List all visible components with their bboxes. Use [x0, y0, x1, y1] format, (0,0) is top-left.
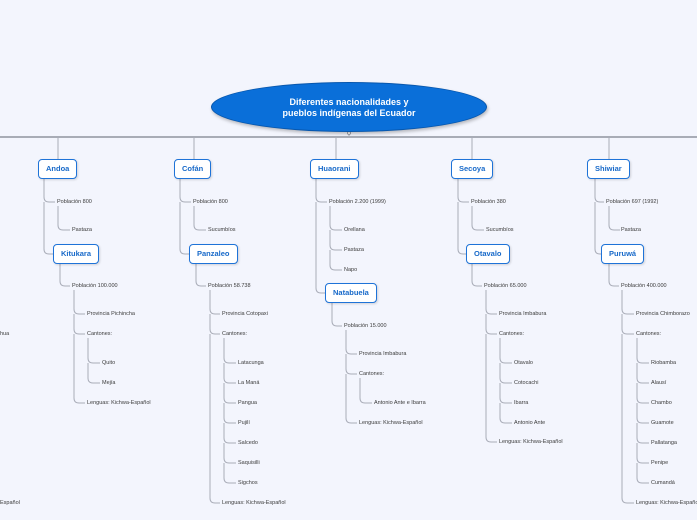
node-cofan[interactable]: Cofán [174, 159, 212, 179]
leaf-canton[interactable]: Alausí [651, 380, 667, 386]
leaf-lenguas[interactable]: Lenguas: Kichwa-Español [222, 500, 286, 506]
leaf-canton[interactable]: La Maná [238, 380, 260, 386]
leaf-poblacion[interactable]: Población 2.200 (1999) [329, 199, 386, 205]
leaf-canton[interactable]: Salcedo [238, 440, 258, 446]
node-shiwiar[interactable]: Shiwiar [587, 159, 630, 179]
leaf-provincia[interactable]: Orellana [344, 227, 365, 233]
leaf-cantones[interactable]: Cantones: [499, 331, 525, 337]
leaf-cantones[interactable]: Cantones: [359, 371, 385, 377]
leaf-poblacion[interactable]: Población 380 [471, 199, 506, 205]
leaf-poblacion[interactable]: Población 800 [57, 199, 92, 205]
leaf-provincia[interactable]: Pastaza [344, 247, 364, 253]
leaf-provincia[interactable]: Pastaza [621, 227, 641, 233]
leaf-provincia[interactable]: Provincia Chimborazo [636, 311, 690, 317]
leaf-canton[interactable]: Otavalo [514, 360, 533, 366]
leaf-edge-fragment[interactable]: Español [0, 500, 20, 506]
leaf-canton[interactable]: Latacunga [238, 360, 264, 366]
node-kitukara[interactable]: Kitukara [53, 244, 100, 264]
leaf-canton[interactable]: Guamote [651, 420, 674, 426]
node-otavalo[interactable]: Otavalo [466, 244, 510, 264]
node-secoya[interactable]: Secoya [451, 159, 494, 179]
leaf-provincia[interactable]: Provincia Imbabura [499, 311, 547, 317]
node-andoa[interactable]: Andoa [38, 159, 78, 179]
node-puruwa[interactable]: Puruwá [601, 244, 645, 264]
leaf-canton[interactable]: Chambo [651, 400, 672, 406]
leaf-cantones[interactable]: Cantones: [87, 331, 113, 337]
leaf-lenguas[interactable]: Lenguas: Kichwa-Español [499, 439, 563, 445]
leaf-canton[interactable]: Penipe [651, 460, 669, 466]
leaf-provincia[interactable]: Provincia Imbabura [359, 351, 407, 357]
leaf-provincia[interactable]: Provincia Cotopaxi [222, 311, 268, 317]
node-huaorani[interactable]: Huaorani [310, 159, 359, 179]
leaf-lenguas[interactable]: Lenguas: Kichwa-Español [359, 420, 423, 426]
leaf-canton[interactable]: Antonio Ante [514, 420, 546, 426]
leaf-cantones[interactable]: Cantones: [222, 331, 248, 337]
leaf-edge-fragment[interactable]: hua [0, 331, 10, 337]
node-panzaleo[interactable]: Panzaleo [189, 244, 238, 264]
node-natabuela[interactable]: Natabuela [325, 283, 377, 303]
central-topic-line2: pueblos indígenas del Ecuador [282, 108, 416, 118]
leaf-canton[interactable]: Saquisilli [238, 460, 260, 466]
leaf-canton[interactable]: Riobamba [651, 360, 677, 366]
leaf-poblacion[interactable]: Población 400.000 [621, 283, 667, 289]
leaf-canton[interactable]: Pallatanga [651, 440, 677, 446]
leaf-poblacion[interactable]: Población 100.000 [72, 283, 118, 289]
central-topic-line1: Diferentes nacionalidades y [289, 97, 409, 107]
leaf-canton[interactable]: Mejía [102, 380, 116, 386]
leaf-canton[interactable]: Cumandá [651, 480, 675, 486]
leaf-canton[interactable]: Cotocachi [514, 380, 539, 386]
leaf-canton[interactable]: Ibarra [514, 400, 529, 406]
leaf-provincia[interactable]: Pastaza [72, 227, 92, 233]
leaf-poblacion[interactable]: Población 58.738 [208, 283, 251, 289]
central-topic[interactable]: Diferentes nacionalidades y pueblos indí… [211, 82, 487, 132]
leaf-lenguas[interactable]: Lenguas: Kichwa-Español [636, 500, 697, 506]
leaf-canton[interactable]: Sigchos [238, 480, 258, 486]
leaf-poblacion[interactable]: Población 15.000 [344, 323, 387, 329]
leaf-provincia[interactable]: Provincia Pichincha [87, 311, 135, 317]
leaf-poblacion[interactable]: Población 697 (1992) [606, 199, 659, 205]
leaf-canton[interactable]: Pujilí [238, 420, 250, 426]
leaf-cantones[interactable]: Cantones: [636, 331, 662, 337]
leaf-canton[interactable]: Antonio Ante e Ibarra [374, 400, 426, 406]
leaf-provincia[interactable]: Sucumbíos [486, 227, 514, 233]
leaf-poblacion[interactable]: Población 800 [193, 199, 228, 205]
leaf-canton[interactable]: Pangua [238, 400, 257, 406]
leaf-provincia[interactable]: Sucumbíos [208, 227, 236, 233]
leaf-poblacion[interactable]: Población 65.000 [484, 283, 527, 289]
leaf-provincia[interactable]: Napo [344, 267, 358, 273]
leaf-lenguas[interactable]: Lenguas: Kichwa-Español [87, 400, 151, 406]
leaf-canton[interactable]: Quito [102, 360, 116, 366]
